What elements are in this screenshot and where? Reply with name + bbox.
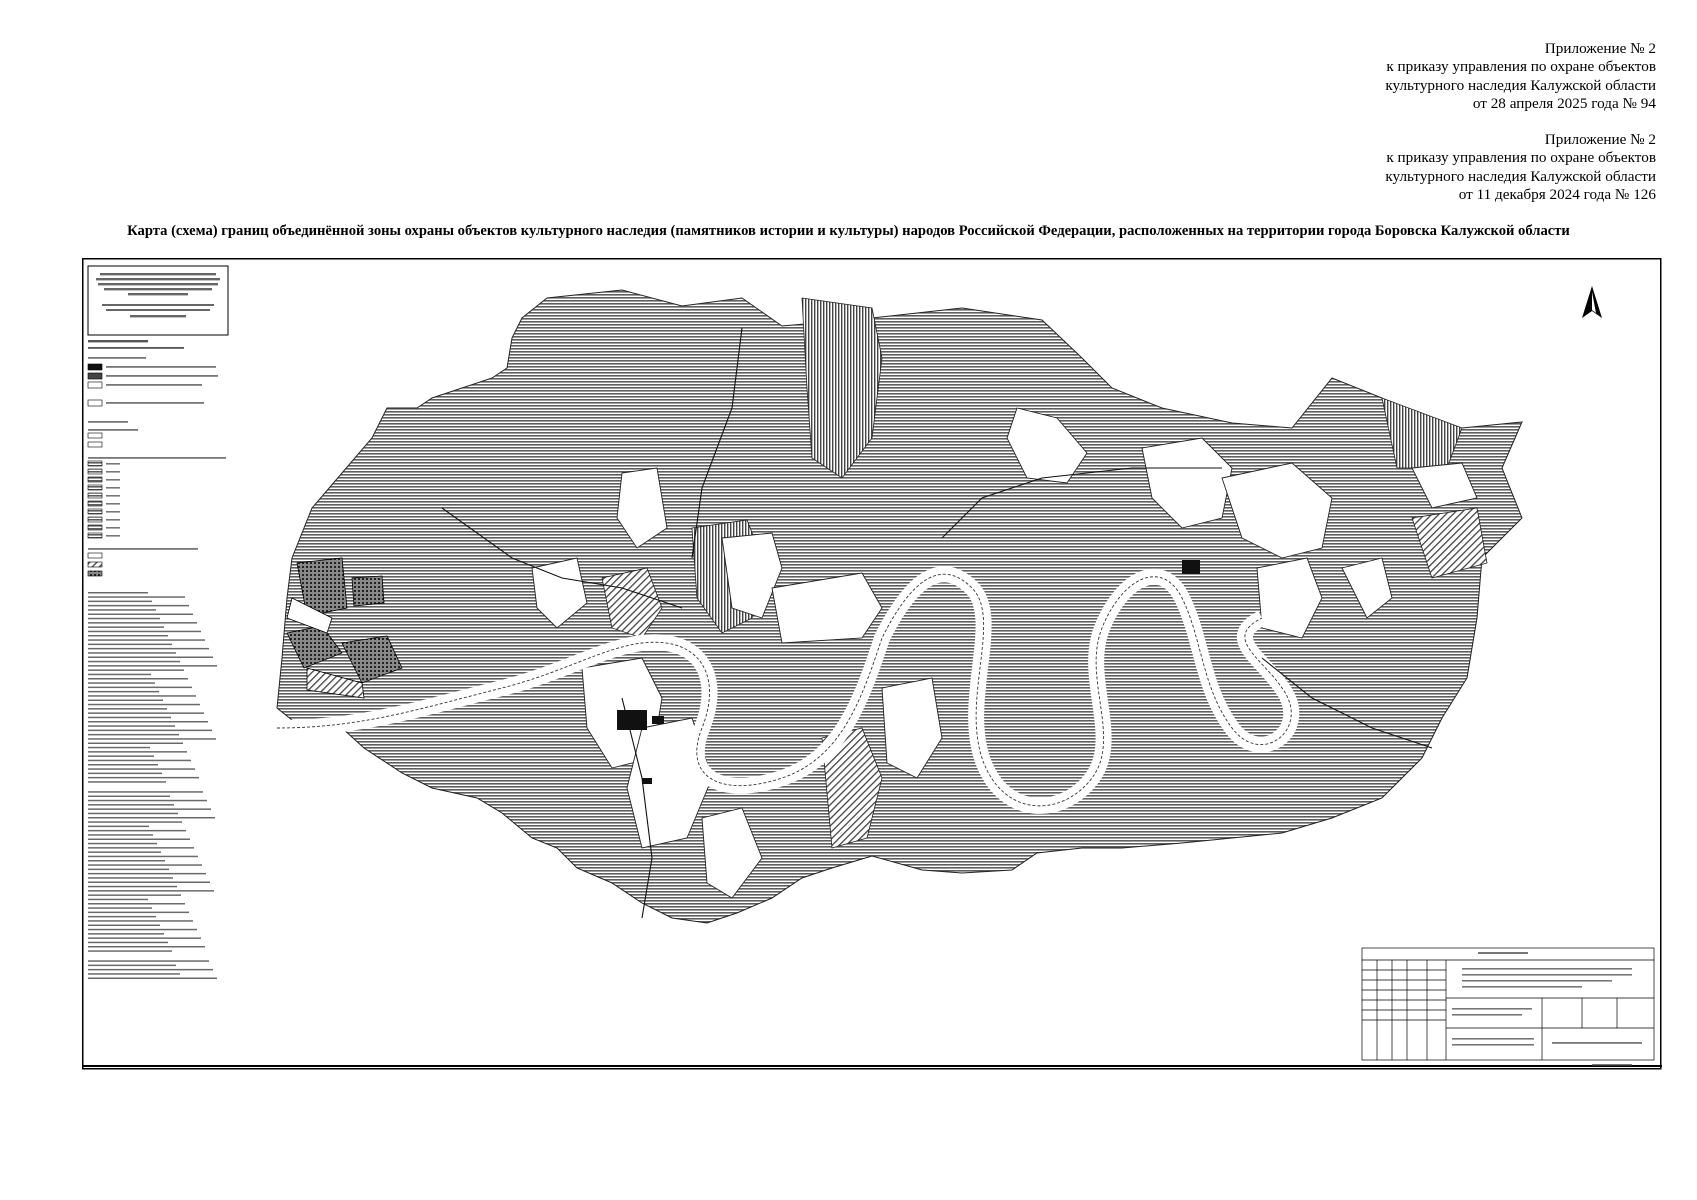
map-title: Карта (схема) границ объединённой зоны о… bbox=[127, 223, 1570, 239]
appendix-1-line-4: от 28 апреля 2025 года № 94 bbox=[1472, 95, 1656, 113]
title-block bbox=[1361, 947, 1655, 1061]
map-drawing[interactable] bbox=[276, 289, 1523, 924]
appendix-2-line-3: культурного наследия Калужской области bbox=[1385, 167, 1656, 185]
appendix-header-1: Приложение № 2 к приказу управления по о… bbox=[1385, 40, 1656, 114]
appendix-2-line-4: от 11 декабря 2024 года № 126 bbox=[1458, 186, 1656, 204]
legend-panel bbox=[87, 265, 229, 979]
appendix-2-line-2: к приказу управления по охране объектов bbox=[1386, 149, 1656, 167]
north-arrow-icon bbox=[1582, 286, 1602, 318]
map-frame[interactable] bbox=[82, 258, 1662, 1070]
appendix-2-line-1: Приложение № 2 bbox=[1544, 131, 1656, 148]
appendix-1-line-3: культурного наследия Калужской области bbox=[1385, 76, 1656, 94]
appendix-header-2: Приложение № 2 к приказу управления по о… bbox=[1385, 131, 1656, 205]
appendix-1-line-1: Приложение № 2 bbox=[1544, 40, 1656, 57]
appendix-1-line-2: к приказу управления по охране объектов bbox=[1386, 58, 1656, 76]
